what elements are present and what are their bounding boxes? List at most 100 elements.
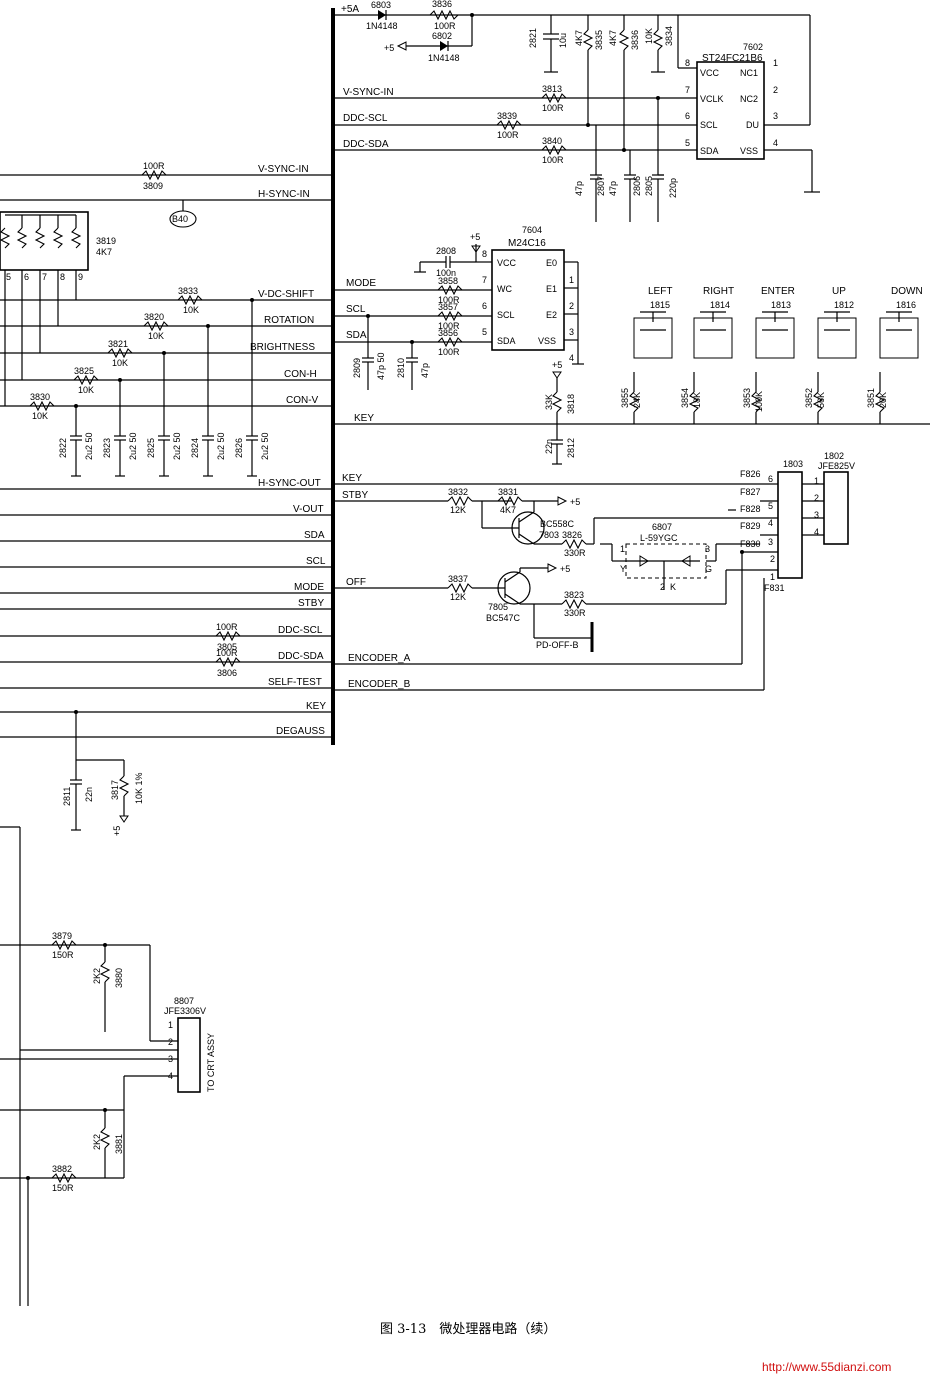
ic-7604: 7604 M24C16 VCC WC SCL SDA E0 E1 E2 VSS … — [333, 225, 584, 390]
switch-right[interactable]: RIGHT 1814 3854 18K — [680, 286, 734, 424]
llabel-scl: SCL — [306, 556, 326, 567]
rlabel-mode: MODE — [346, 278, 376, 289]
r3836b-value: 4K7 — [608, 30, 618, 46]
c2807-value: 47p — [574, 181, 584, 196]
ic7602-part: ST24FC21B6 — [702, 53, 763, 64]
ic7604-num-4: 4 — [569, 353, 574, 363]
ic7604-pin-sda: SDA — [497, 336, 516, 346]
ic7602-num-5: 5 — [685, 138, 690, 148]
ic7602-pin-du: DU — [746, 120, 759, 130]
ic7604-num-2: 2 — [569, 301, 574, 311]
rlabel-encoder-a: ENCODER_A — [348, 653, 411, 664]
r3819-ref: 3819 — [96, 236, 116, 246]
ic7602-pin-vss: VSS — [740, 146, 758, 156]
diode-6802-part: 1N4148 — [428, 53, 460, 63]
resnet-pin-9: 9 — [78, 272, 83, 282]
r3820-ref: 3820 — [144, 312, 164, 322]
conn1802-pin-2: 2 — [814, 493, 819, 503]
r3852-ref: 3852 — [804, 388, 814, 408]
r3821-ref: 3821 — [108, 339, 128, 349]
standby-led-section: KEY STBY 3832 12K 3831 4K7 +5 BC558C 780… — [333, 473, 770, 691]
r3826-value: 330R — [564, 548, 586, 558]
r3837-value: 12K — [450, 592, 466, 602]
front-panel-connectors: 1803 6 5 4 3 2 1 F826 F827 F828 F829 F83… — [728, 451, 855, 593]
ic7602-num-1: 1 — [773, 58, 778, 68]
c2808-ref: 2808 — [436, 246, 456, 256]
switch-up[interactable]: UP 1812 3852 56K — [804, 286, 857, 424]
r3837-ref: 3837 — [448, 574, 468, 584]
r3817-ref: 3817 — [110, 780, 120, 800]
conn1803-pin-3: 3 — [768, 537, 773, 547]
r3821-value: 10K — [112, 358, 128, 368]
ic7604-num-7: 7 — [482, 275, 487, 285]
r3818-value: 33K — [544, 394, 554, 410]
c2809-value: 47p 50 — [376, 352, 386, 380]
r3805-ref: 3805 — [217, 642, 237, 652]
ic7604-pin-vss: VSS — [538, 336, 556, 346]
r3853-value: 100K — [754, 391, 764, 412]
ic7602-pin-sda: SDA — [700, 146, 719, 156]
r3825-value: 10K — [78, 385, 94, 395]
switch-left[interactable]: LEFT 1815 3855 24K — [620, 286, 673, 424]
ic7602-pin-vcc: VCC — [700, 68, 720, 78]
r3851-ref: 3851 — [866, 388, 876, 408]
r3882-ref: 3882 — [52, 1164, 72, 1174]
rlabel-key: KEY — [354, 413, 374, 424]
conn1802-pin-3: 3 — [814, 510, 819, 520]
ic7604-pin-vcc: VCC — [497, 258, 517, 268]
led-part: L-59YGC — [640, 533, 678, 543]
ddc-lines: V-SYNC-IN 3813 100R DDC-SCL 3839 100R DD… — [333, 84, 697, 222]
switch-right-name: RIGHT — [703, 286, 734, 297]
r3836-ref: 3836 — [432, 0, 452, 9]
c2822-ref: 2822 — [58, 438, 68, 458]
fuse-f827: F827 — [740, 487, 761, 497]
rlabel-off: OFF — [346, 577, 366, 588]
ic7602-ref: 7602 — [743, 42, 763, 52]
c2821-value: 10u — [558, 33, 568, 48]
r3853-ref: 3853 — [742, 388, 752, 408]
c2810-value: 47p — [420, 363, 430, 378]
conn1803-pin-5: 5 — [768, 501, 773, 511]
conn8807-pin-1: 1 — [168, 1020, 173, 1030]
r3854-value: 18K — [692, 392, 702, 408]
r3835-value: 4K7 — [574, 30, 584, 46]
diode-6803-part: 1N4148 — [366, 21, 398, 31]
llabel-h-sync-in: H-SYNC-IN — [258, 189, 310, 200]
r3834-ref: 3834 — [664, 26, 674, 46]
r3813-value: 100R — [542, 103, 564, 113]
llabel-sda: SDA — [304, 530, 325, 541]
ic7604-num-1: 1 — [569, 275, 574, 285]
r3836-value: 100R — [434, 21, 456, 31]
r3833-ref: 3833 — [178, 286, 198, 296]
switch-left-name: LEFT — [648, 286, 672, 297]
switch-down[interactable]: DOWN 1816 3851 20K — [866, 286, 923, 424]
resnet-pin-8: 8 — [60, 272, 65, 282]
diode-6802-symbol — [440, 41, 448, 51]
llabel-ddc-sda: DDC-SDA — [278, 651, 324, 662]
c2805-value: 220p — [668, 178, 678, 198]
ic7604-num-8: 8 — [482, 249, 487, 259]
fuse-f826: F826 — [740, 469, 761, 479]
r3834-value: 10K — [644, 28, 654, 44]
figure-caption: 图 3-13 微处理器电路（续） — [380, 1322, 557, 1337]
llabel-self-test: SELF-TEST — [268, 677, 322, 688]
rlabel-stby: STBY — [342, 490, 368, 501]
c2826-ref: 2826 — [234, 438, 244, 458]
top-supply-section: +5A 6803 1N4148 3836 100R +5 6802 1N4148… — [333, 0, 811, 150]
llabel-stby: STBY — [298, 598, 324, 609]
ic7602-num-6: 6 — [685, 111, 690, 121]
switch-up-name: UP — [832, 286, 846, 297]
r3840-ref: 3840 — [542, 136, 562, 146]
r3833-value: 10K — [183, 305, 199, 315]
r3819-value: 4K7 — [96, 247, 112, 257]
c2823-ref: 2823 — [102, 438, 112, 458]
r3836b-ref: 3836 — [630, 30, 640, 50]
diode-6802-ref: 6802 — [432, 31, 452, 41]
c2809-ref: 2809 — [352, 358, 362, 378]
led-6807: 6807 L-59YGC 1 Y 2 K 3 G — [620, 522, 712, 592]
llabel-brightness: BRIGHTNESS — [250, 342, 315, 353]
switch-enter[interactable]: ENTER 1813 3853 100K — [742, 286, 795, 424]
r3823-ref: 3823 — [564, 590, 584, 600]
r3851-value: 20K — [878, 392, 888, 408]
